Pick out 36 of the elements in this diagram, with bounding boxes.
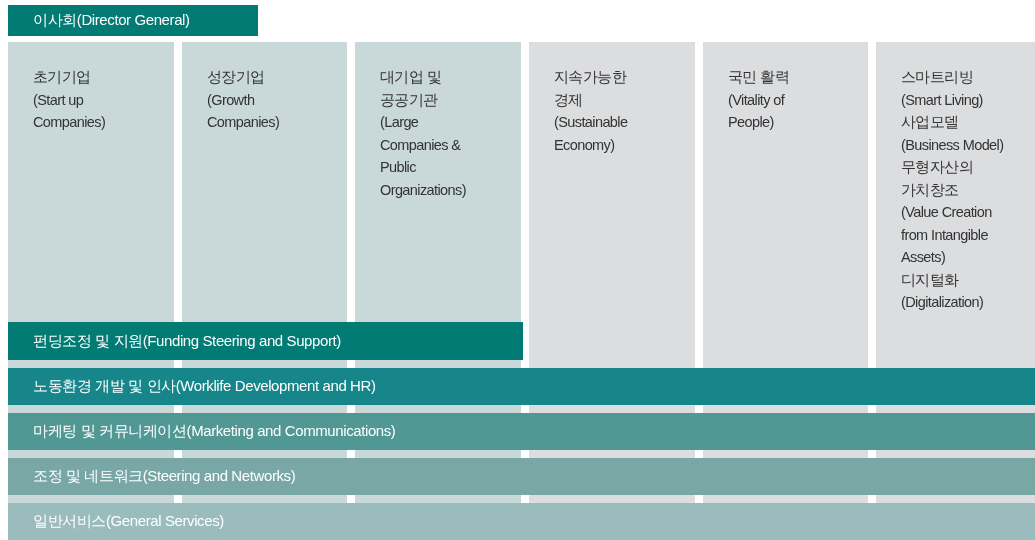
band-label: 일반서비스(General Services) [33, 512, 224, 531]
column-panel [876, 42, 1035, 368]
band-label: 펀딩조정 및 지원(Funding Steering and Support) [33, 331, 341, 351]
column-text: (Start up Companies) [33, 90, 107, 132]
band-box [8, 322, 523, 360]
column-text: (Vitality of People) [728, 90, 786, 132]
band-label: 노동환경 개발 및 인사(Worklife Development and HR) [33, 377, 376, 396]
column-text: 사업모델 [901, 113, 960, 132]
column-text: 지속가능한 경제 [554, 68, 628, 110]
band-label: 이사회(Director General) [33, 11, 190, 30]
band-box [8, 5, 258, 36]
band-label: 마케팅 및 커뮤니케이션(Marketing and Communications) [33, 422, 396, 441]
column-text: (Value Creation from Intangible Assets) [901, 203, 993, 267]
band-box [8, 413, 1035, 450]
column-panel [355, 42, 521, 322]
band-label: 조정 및 네트워크(Steering and Networks) [33, 467, 296, 486]
column-text: 성장기업 [207, 68, 266, 87]
column-text: 디지털화 [901, 270, 960, 290]
column-text: (Smart Living) [901, 90, 984, 110]
column-text: (Business Model) [901, 135, 1005, 155]
band-box [8, 503, 1035, 540]
column-text: (Large Companies & Public Organizations) [380, 113, 466, 200]
column-panel [8, 42, 174, 322]
column-panel [703, 42, 868, 368]
column-text: 대기업 및 공공기관 [380, 68, 443, 110]
column-text: (Sustainable Economy) [554, 113, 629, 155]
column-panel [529, 42, 695, 368]
band-box [8, 368, 1035, 405]
band-box [8, 458, 1035, 495]
column-text: 국민 활력 [728, 68, 791, 87]
column-text: (Digitalization) [901, 293, 985, 312]
column-panel [182, 42, 347, 322]
column-text: 초기기업 [33, 68, 92, 87]
column-text: 스마트리빙 [901, 68, 974, 87]
column-text: 무형자산의 가치창조 [901, 158, 974, 200]
column-text: (Growth Companies) [207, 90, 281, 132]
